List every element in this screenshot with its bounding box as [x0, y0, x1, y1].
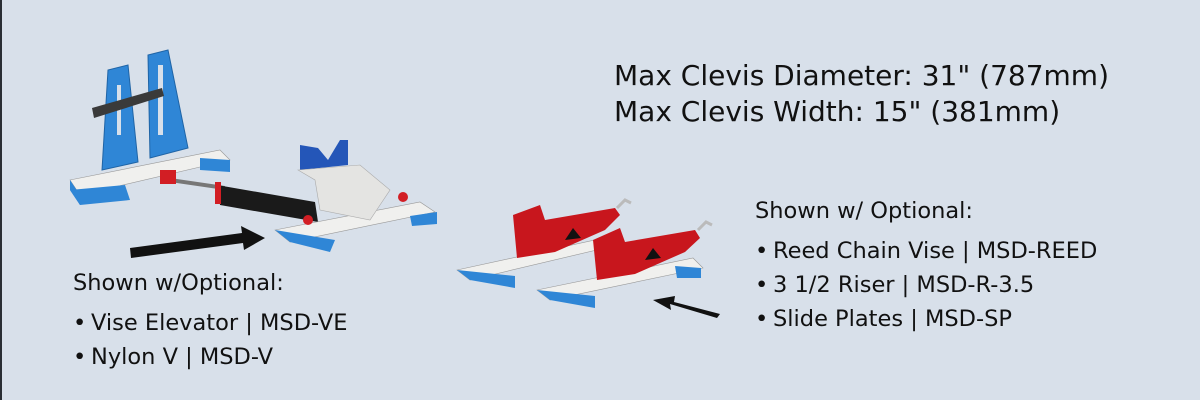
option-label: 3 1/2 Riser | MSD-R-3.5 — [773, 272, 1035, 298]
option-label: Slide Plates | MSD-SP — [773, 306, 1012, 332]
max-width-text: Max Clevis Width: 15" (381mm) — [614, 95, 1061, 128]
list-item: •Vise Elevator | MSD-VE — [73, 306, 347, 340]
right-options-block: Shown w/ Optional: •Reed Chain Vise | MS… — [755, 194, 1097, 336]
list-item: •Reed Chain Vise | MSD-REED — [755, 234, 1097, 268]
option-label: Nylon V | MSD-V — [91, 344, 274, 370]
option-label: Reed Chain Vise | MSD-REED — [773, 238, 1098, 264]
bullet-icon: • — [73, 310, 87, 336]
bullet-icon: • — [755, 272, 769, 298]
list-item: •3 1/2 Riser | MSD-R-3.5 — [755, 268, 1097, 302]
bullet-icon: • — [73, 344, 87, 370]
list-item: •Nylon V | MSD-V — [73, 340, 347, 374]
left-border — [0, 0, 2, 400]
stand-assembly-illustration — [69, 49, 437, 258]
left-options-heading: Shown w/Optional: — [73, 270, 284, 296]
right-options-heading: Shown w/ Optional: — [755, 198, 973, 224]
bullet-icon: • — [755, 306, 769, 332]
bullet-icon: • — [755, 238, 769, 264]
reed-vise-illustration — [456, 198, 720, 318]
option-label: Vise Elevator | MSD-VE — [91, 310, 348, 336]
max-diameter-text: Max Clevis Diameter: 31" (787mm) — [614, 59, 1109, 92]
list-item: •Slide Plates | MSD-SP — [755, 302, 1097, 336]
right-options-list: •Reed Chain Vise | MSD-REED •3 1/2 Riser… — [755, 234, 1097, 336]
left-options-block: Shown w/Optional: •Vise Elevator | MSD-V… — [73, 266, 347, 374]
left-options-list: •Vise Elevator | MSD-VE •Nylon V | MSD-V — [73, 306, 347, 374]
spec-summary: Max Clevis Diameter: 31" (787mm) Max Cle… — [614, 58, 1109, 130]
